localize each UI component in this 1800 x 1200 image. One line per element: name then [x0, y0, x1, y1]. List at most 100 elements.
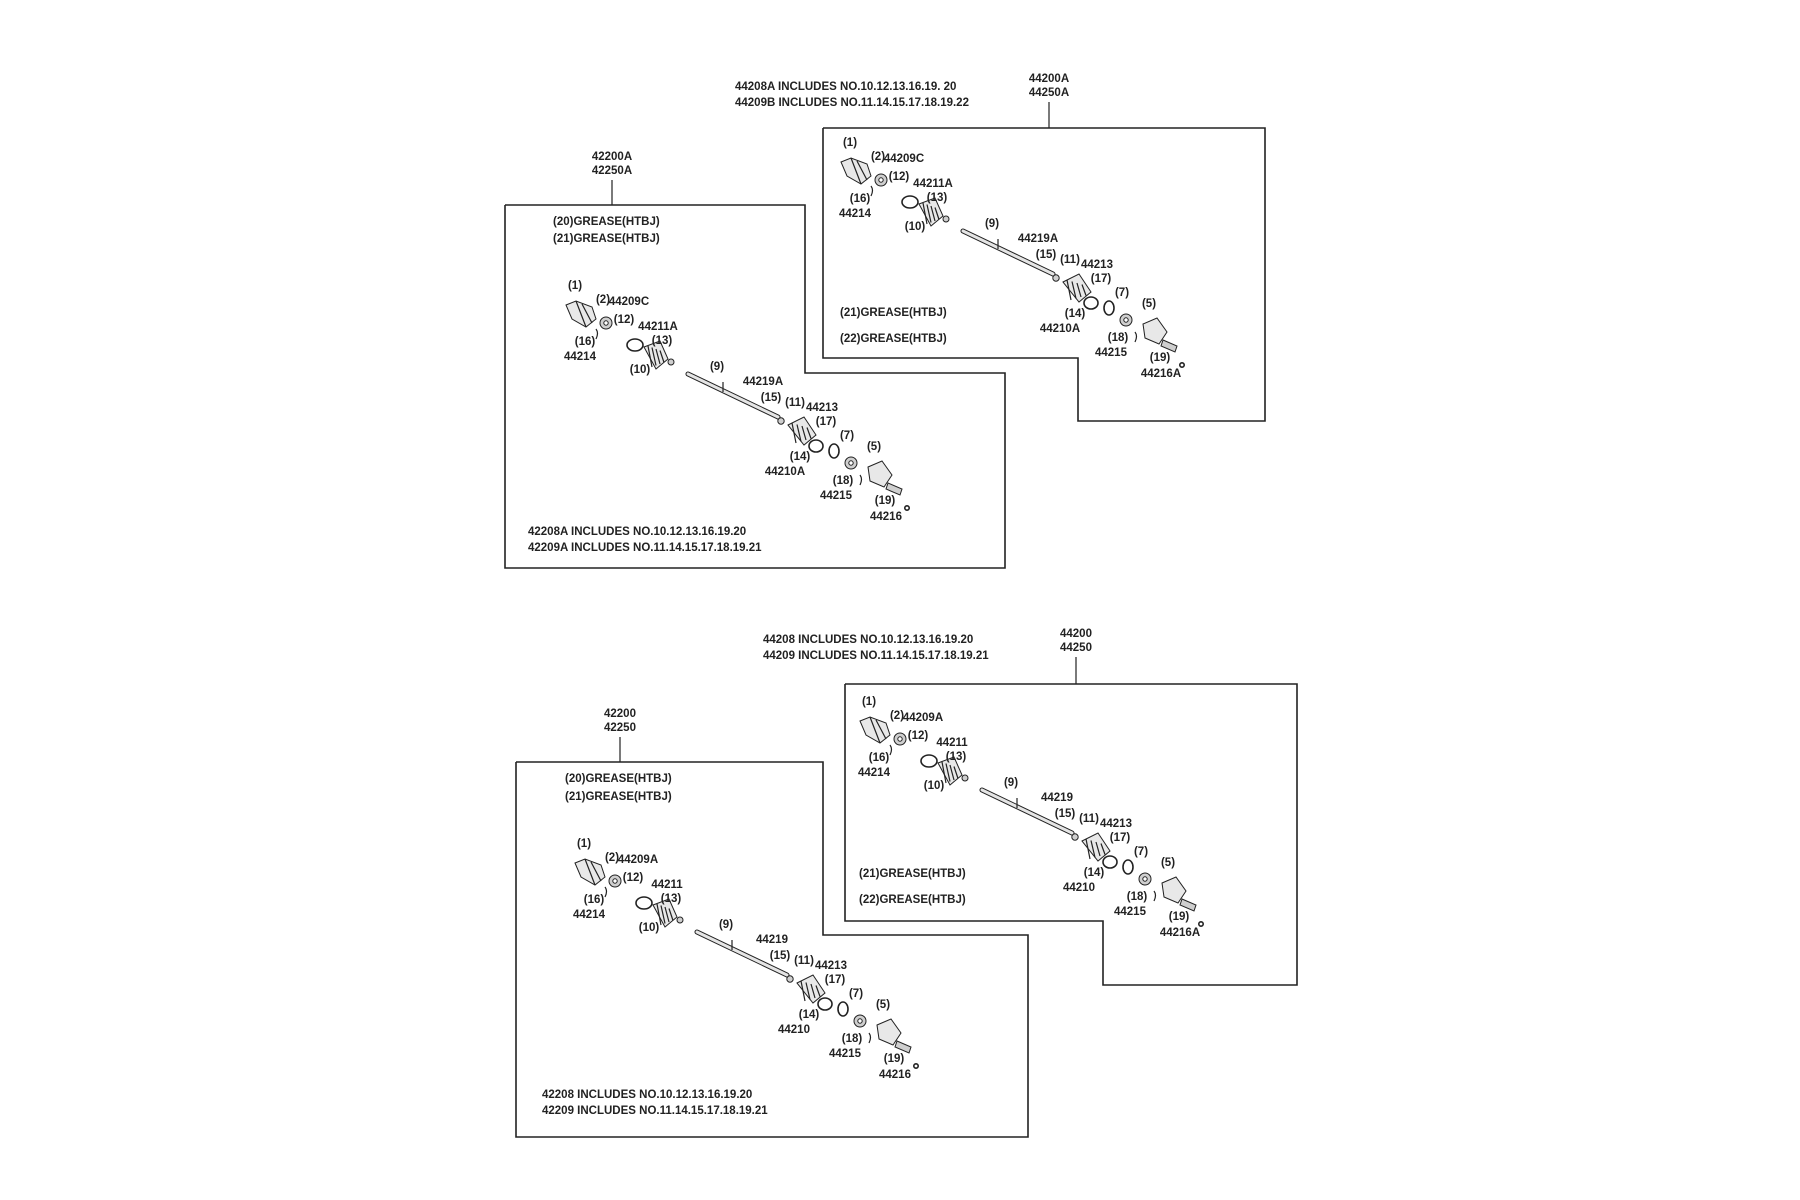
inner-joint-housing-part — [1161, 876, 1197, 912]
label-part-9: (9) — [710, 361, 724, 373]
drive-shaft-part — [685, 371, 781, 420]
label-part-13: (13) — [946, 751, 967, 763]
label-part-11: (11) — [794, 955, 814, 967]
label-44213: 44213 — [1100, 818, 1132, 830]
inner-boot-part — [1081, 832, 1111, 862]
label-part-15: (15) — [1055, 808, 1076, 820]
label-44216: 44216 — [879, 1069, 911, 1081]
label-part-2: (2) — [871, 151, 885, 163]
grease-note-1: (20)GREASE(HTBJ) — [553, 216, 660, 228]
label-44209: 44209C — [609, 296, 649, 308]
panel-lower-right: 4420044250(21)GREASE(HTBJ)(22)GREASE(HTB… — [763, 628, 1298, 986]
includes-note-2: 42209 INCLUDES NO.11.14.15.17.18.19.21 — [542, 1105, 768, 1117]
label-part-9: (9) — [719, 919, 733, 931]
inner-circlip-part — [859, 474, 863, 486]
label-44219: 44219A — [743, 376, 783, 388]
label-44219: 44219 — [756, 934, 788, 946]
label-part-19: (19) — [1169, 911, 1190, 923]
label-44215: 44215 — [829, 1048, 862, 1060]
includes-note-2: 44209B INCLUDES NO.11.14.15.17.18.19.22 — [735, 97, 969, 109]
inner-band-part — [786, 975, 794, 983]
label-part-1: (1) — [577, 838, 591, 850]
label-part-19: (19) — [875, 495, 896, 507]
drive-shaft-part — [694, 929, 790, 978]
circlip-part — [870, 185, 874, 197]
label-part-18: (18) — [833, 475, 854, 487]
label-part-12: (12) — [614, 314, 635, 326]
label-part-5: (5) — [1161, 857, 1175, 869]
grease-note-2: (22)GREASE(HTBJ) — [840, 333, 947, 345]
grease-note-1: (21)GREASE(HTBJ) — [840, 307, 947, 319]
tripod-spider-part — [1138, 872, 1152, 886]
grease-note-1: (21)GREASE(HTBJ) — [859, 868, 966, 880]
drive-shaft-part — [960, 228, 1056, 277]
panel-outline — [844, 683, 1298, 986]
label-44214: 44214 — [839, 208, 872, 220]
dust-seal-part — [903, 504, 910, 511]
grease-note-2: (22)GREASE(HTBJ) — [859, 894, 966, 906]
label-44216: 44216A — [1160, 927, 1200, 939]
panel-upper-right: 44200A44250A(21)GREASE(HTBJ)(22)GREASE(H… — [735, 73, 1266, 422]
label-part-1: (1) — [862, 696, 876, 708]
small-band-part — [961, 774, 969, 782]
label-part-17: (17) — [825, 974, 846, 986]
label-44209: 44209C — [884, 153, 924, 165]
snap-ring-part — [1103, 300, 1115, 316]
tripod-spider-part — [844, 456, 858, 470]
inner-circlip-part — [1134, 331, 1138, 343]
assembly-number-left: 42200 — [604, 708, 636, 720]
label-part-7: (7) — [1115, 287, 1129, 299]
label-part-12: (12) — [889, 171, 910, 183]
panel-outline — [822, 127, 1266, 422]
panel-lower-left: 42200 42250 (20)GREASE(HTBJ) (21)GREASE(HTB… — [515, 708, 1029, 1138]
includes-note-2: 42209A INCLUDES NO.11.14.15.17.18.19.21 — [528, 542, 762, 554]
label-part-17: (17) — [816, 416, 837, 428]
boot-part — [643, 340, 669, 370]
label-part-17: (17) — [1110, 832, 1131, 844]
small-band-part — [667, 358, 675, 366]
inner-boot-part — [787, 416, 817, 446]
snap-ring-part — [837, 1001, 849, 1017]
label-44219: 44219 — [1041, 792, 1073, 804]
label-44216: 44216A — [1141, 368, 1181, 380]
label-part-10: (10) — [639, 922, 660, 934]
label-part-5: (5) — [876, 999, 890, 1011]
inner-circlip-part — [1153, 890, 1157, 902]
label-44213: 44213 — [1081, 259, 1113, 271]
inner-band-part — [1071, 833, 1079, 841]
label-part-2: (2) — [605, 852, 619, 864]
grease-note-1: (20)GREASE(HTBJ) — [565, 773, 672, 785]
label-44215: 44215 — [820, 490, 853, 502]
label-44210: 44210 — [1063, 882, 1095, 894]
label-part-19: (19) — [1150, 352, 1171, 364]
panel-outline — [504, 204, 1006, 569]
circlip-part — [595, 328, 599, 340]
spider-part — [599, 316, 613, 330]
label-part-5: (5) — [1142, 298, 1156, 310]
label-44215: 44215 — [1095, 347, 1128, 359]
label-44211: 44211A — [638, 321, 678, 333]
large-band-part — [1083, 296, 1099, 310]
label-part-10: (10) — [905, 221, 926, 233]
dust-seal-part — [1198, 920, 1205, 927]
panel-upper-left: 42200A 42250A (20)GREASE(HTBJ) (21)GREASE(H… — [504, 151, 1006, 569]
label-part-18: (18) — [842, 1033, 863, 1045]
assembly-number-left: 44200 — [1060, 628, 1092, 640]
panel-outline — [515, 761, 1029, 1138]
outer-joint-housing-part — [565, 300, 597, 328]
inner-joint-housing-part — [1142, 317, 1178, 353]
dust-seal-part — [912, 1063, 919, 1070]
label-part-5: (5) — [867, 441, 881, 453]
label-part-1: (1) — [843, 137, 857, 149]
assembly-number-right: 42250 — [604, 722, 636, 734]
label-part-15: (15) — [1036, 249, 1057, 261]
assembly-number-right: 42250A — [592, 165, 632, 177]
label-part-16: (16) — [850, 193, 871, 205]
includes-note-1: 42208A INCLUDES NO.10.12.13.16.19.20 — [528, 526, 746, 538]
small-band-part — [676, 916, 684, 924]
assembly-number-left: 42200A — [592, 151, 632, 163]
inner-boot-part — [796, 974, 826, 1004]
label-44211: 44211 — [936, 737, 968, 749]
